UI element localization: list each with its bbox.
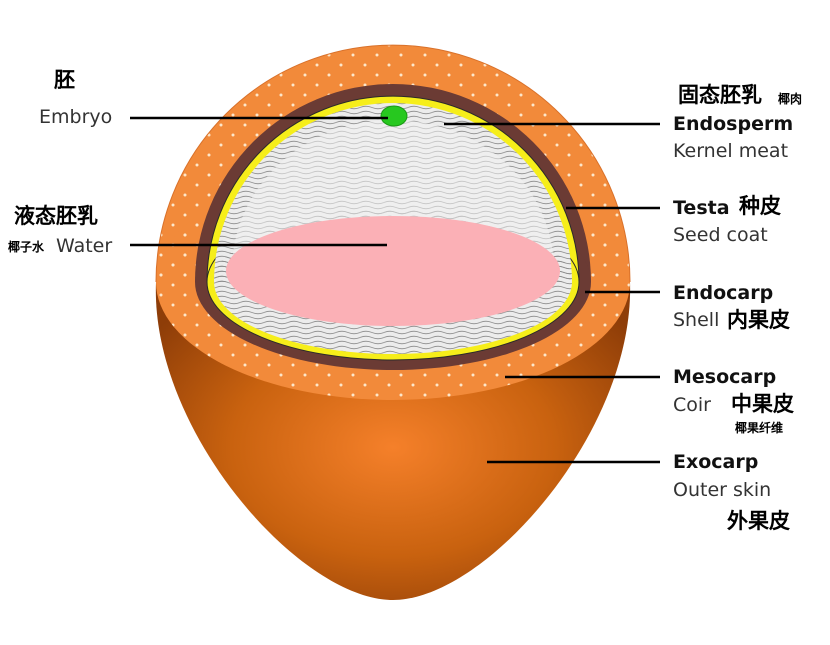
testa-label-en: Testa (673, 197, 730, 219)
water-label-zh: 液态胚乳 (14, 204, 98, 228)
endocarp-label-desc: Shell (673, 309, 720, 331)
endosperm-label-zh: 固态胚乳 (678, 83, 762, 107)
endocarp-label-zh: 内果皮 (727, 308, 790, 332)
mesocarp-label-zh: 中果皮 (731, 392, 794, 416)
endocarp-label-en: Endocarp (673, 282, 774, 304)
embryo-dot (380, 105, 408, 127)
coconut-water (226, 216, 560, 326)
endosperm-label-desc: Kernel meat (673, 140, 789, 162)
embryo-label-zh: 胚 (54, 68, 75, 92)
testa-label-desc: Seed coat (673, 224, 768, 246)
exocarp-label-en: Exocarp (673, 451, 759, 473)
mesocarp-label-zh-small: 椰果纤维 (735, 421, 784, 435)
water-label-en: Water (56, 235, 113, 257)
exocarp-label-desc: Outer skin (673, 479, 772, 501)
mesocarp-label-desc: Coir (673, 394, 711, 416)
endosperm-label-en: Endosperm (673, 113, 794, 135)
mesocarp-label-en: Mesocarp (673, 366, 777, 388)
exocarp-label-zh: 外果皮 (727, 509, 790, 533)
water-label-zh-small: 椰子水 (8, 240, 45, 254)
leader-lines (130, 116, 660, 464)
embryo-label-en: Embryo (39, 106, 113, 128)
endosperm-label-zh-small: 椰肉 (778, 92, 803, 106)
testa-label-zh: 种皮 (739, 194, 781, 218)
